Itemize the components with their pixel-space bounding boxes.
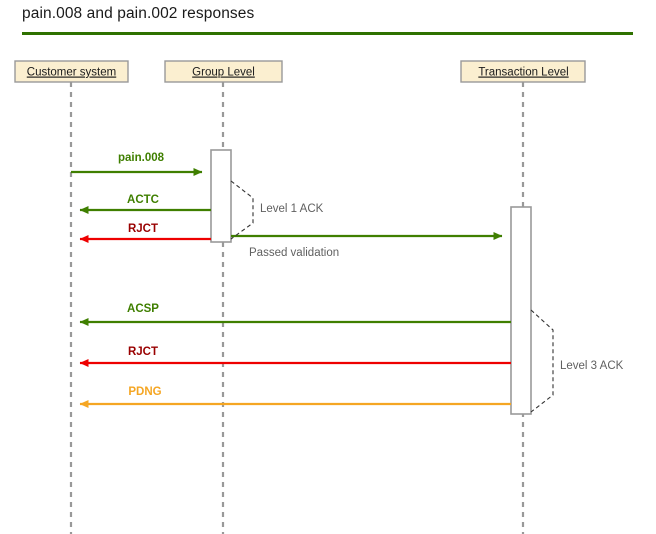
message-labels: pain.008 ACTC RJCT ACSP RJCT PDNG Passed… (118, 152, 339, 398)
participant-label-customer: Customer system (27, 67, 116, 79)
message-label-pdng: PDNG (128, 386, 161, 398)
level1-ack-note-label: Level 1 ACK (260, 203, 324, 215)
messages (71, 168, 511, 408)
message-label-actc: ACTC (127, 194, 159, 206)
level3-ack-note-label: Level 3 ACK (560, 360, 624, 372)
participant-label-group: Group Level (192, 67, 255, 79)
group-activation-bar (210, 149, 232, 243)
message-label-pain008: pain.008 (118, 152, 165, 164)
transaction-activation-bar (510, 206, 532, 415)
activation-bars (210, 149, 532, 415)
level3-ack-brace (530, 309, 554, 413)
message-label-rjct-level3: RJCT (128, 346, 158, 358)
page-title: pain.008 and pain.002 responses (22, 5, 255, 22)
participant-boxes: Customer system Group Level Transaction … (14, 60, 586, 83)
participant-label-transaction: Transaction Level (478, 67, 568, 79)
message-label-passed-validation: Passed validation (249, 247, 339, 259)
title-divider (22, 32, 633, 35)
participant-box-customer[interactable] (14, 60, 129, 83)
message-label-rjct-level1: RJCT (128, 223, 158, 235)
annotation-braces: Level 1 ACK Level 3 ACK (230, 180, 624, 413)
participant-box-transaction[interactable] (460, 60, 586, 83)
message-label-acsp: ACSP (127, 303, 159, 315)
level1-ack-brace (230, 180, 254, 240)
participant-box-group[interactable] (164, 60, 283, 83)
